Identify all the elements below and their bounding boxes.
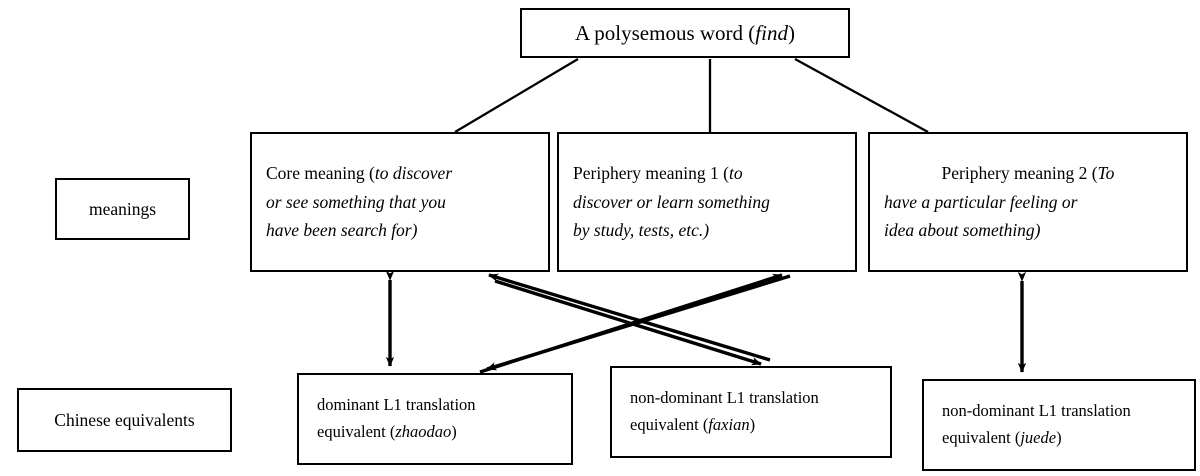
row-label-meanings: meanings	[55, 178, 190, 240]
core-meaning-line-2-italic: or see something that you	[266, 191, 446, 212]
row-label-chinese-equivalents-text: Chinese equivalents	[54, 409, 195, 430]
periphery-1-line-3: by study, tests, etc.)	[573, 216, 841, 244]
node-polysemous-word: A polysemous word (find)	[520, 8, 850, 58]
equivalent-faxian-line-2: equivalent (faxian)	[630, 412, 872, 439]
edge-root-to-periphery-2	[794, 57, 929, 134]
node-equivalent-faxian: non-dominant L1 translation equivalent (…	[610, 366, 892, 458]
equivalent-zhaodao-line-2: equivalent (zhaodao)	[317, 419, 553, 446]
equivalent-faxian-italic: faxian	[708, 415, 750, 434]
equivalent-juede-italic: juede	[1020, 428, 1057, 447]
periphery-1-line-3-italic: by study, tests, etc.)	[573, 220, 710, 241]
equivalent-juede-suffix: )	[1056, 428, 1062, 447]
node-periphery-meaning-1: Periphery meaning 1 (to discover or lear…	[557, 132, 857, 272]
periphery-2-line-2: have a particular feeling or	[884, 188, 1172, 216]
core-meaning-line-3: have been search for)	[266, 216, 534, 244]
core-meaning-line-1: Core meaning (to discover	[266, 159, 534, 187]
equivalent-juede-line-2: equivalent (juede)	[942, 425, 1176, 452]
core-meaning-line-1-roman: Core meaning (	[266, 163, 375, 184]
periphery-1-line-2-italic: discover or learn something	[573, 191, 770, 212]
core-meaning-line-1-italic: to discover	[374, 163, 453, 184]
edge-zhaodao-to-periphery1-arrow	[479, 273, 783, 374]
periphery-1-line-1-italic: to	[729, 163, 743, 184]
row-label-chinese-equivalents: Chinese equivalents	[17, 388, 232, 452]
periphery-2-line-1-italic: To	[1097, 163, 1115, 184]
edge-periphery1-to-zhaodao-arrow	[486, 274, 791, 371]
periphery-1-line-1-roman: Periphery meaning 1 (	[573, 163, 729, 184]
periphery-2-line-1-roman: Periphery meaning 2 (	[941, 163, 1098, 184]
periphery-1-line-1: Periphery meaning 1 (to	[573, 159, 841, 187]
periphery-2-line-2-italic: have a particular feeling or	[884, 191, 1078, 212]
node-periphery-meaning-2: Periphery meaning 2 (To have a particula…	[868, 132, 1188, 272]
core-meaning-line-3-italic: have been search for)	[266, 220, 418, 241]
equivalent-juede-prefix: equivalent (	[942, 428, 1021, 447]
node-core-meaning: Core meaning (to discover or see somethi…	[250, 132, 550, 272]
equivalent-zhaodao-line-1: dominant L1 translation	[317, 395, 476, 415]
edge-faxian-to-core-arrow	[488, 273, 771, 362]
root-italic-word: find	[755, 20, 788, 45]
root-prefix: A polysemous word (	[575, 20, 756, 45]
core-meaning-line-2: or see something that you	[266, 188, 534, 216]
root-suffix: )	[787, 20, 795, 45]
equivalent-faxian-line-1: non-dominant L1 translation	[630, 388, 819, 408]
periphery-1-line-2: discover or learn something	[573, 188, 841, 216]
edge-core-to-faxian-arrow	[494, 279, 762, 366]
edge-root-to-core	[454, 58, 579, 133]
equivalent-zhaodao-prefix: equivalent (	[317, 422, 396, 441]
periphery-2-line-3-italic: idea about something)	[884, 220, 1041, 241]
equivalent-faxian-prefix: equivalent (	[630, 415, 709, 434]
periphery-2-line-3: idea about something)	[884, 216, 1172, 244]
node-polysemous-word-text: A polysemous word (find)	[575, 16, 795, 50]
equivalent-zhaodao-suffix: )	[451, 422, 457, 441]
equivalent-zhaodao-italic: zhaodao	[395, 422, 452, 441]
row-label-meanings-text: meanings	[88, 198, 157, 219]
periphery-2-line-1: Periphery meaning 2 (To	[884, 159, 1172, 187]
node-equivalent-zhaodao: dominant L1 translation equivalent (zhao…	[297, 373, 573, 465]
equivalent-juede-line-1: non-dominant L1 translation	[942, 401, 1131, 421]
equivalent-faxian-suffix: )	[749, 415, 756, 434]
node-equivalent-juede: non-dominant L1 translation equivalent (…	[922, 379, 1196, 471]
